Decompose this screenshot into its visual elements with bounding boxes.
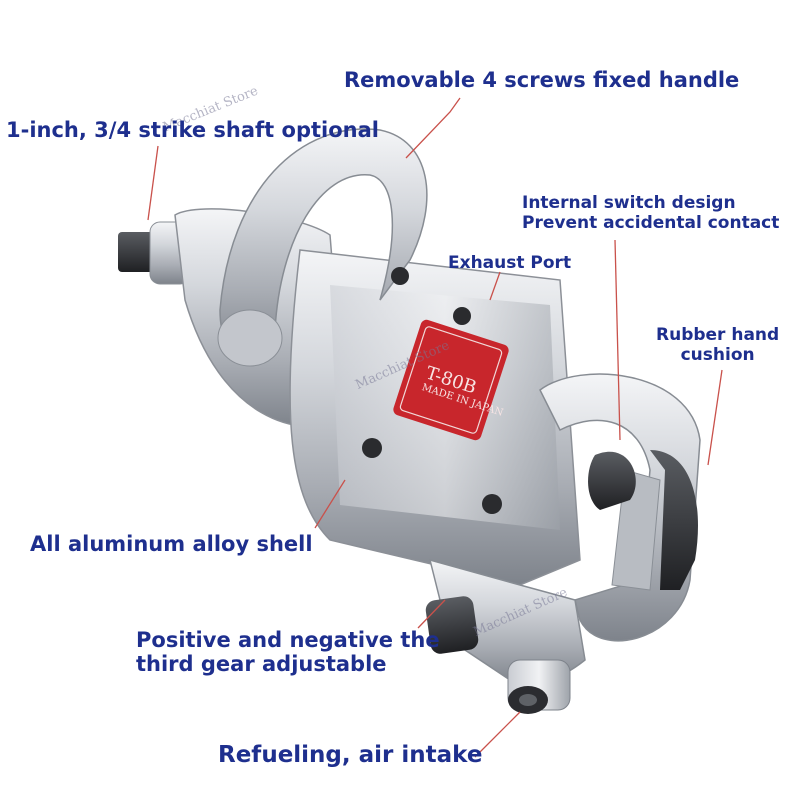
- label-aluminum-shell: All aluminum alloy shell: [30, 532, 313, 556]
- label-internal-switch: Internal switch design Prevent accidenta…: [522, 193, 780, 233]
- label-gear-line1: Positive and negative the: [136, 628, 440, 652]
- label-internal-switch-line1: Internal switch design: [522, 193, 736, 213]
- reverse-selector-knob: [425, 596, 479, 654]
- label-internal-switch-line2: Prevent accidental contact: [522, 212, 780, 233]
- label-strike-shaft: 1-inch, 3/4 strike shaft optional: [6, 118, 379, 142]
- model-nameplate: [393, 319, 509, 441]
- label-rubber-cushion-line1: Rubber hand: [656, 325, 780, 345]
- rubber-hand-cushion: [650, 450, 698, 590]
- label-rubber-cushion-line2: cushion: [680, 344, 755, 365]
- label-air-intake: Refueling, air intake: [218, 742, 483, 768]
- rear-grip: [539, 373, 701, 642]
- label-gear-adjustable: Positive and negative the third gear adj…: [136, 628, 440, 676]
- label-exhaust-port: Exhaust Port: [448, 253, 572, 273]
- label-rubber-cushion: Rubber hand cushion: [656, 325, 780, 365]
- label-gear-line2: third gear adjustable: [136, 652, 387, 677]
- trigger: [588, 451, 636, 510]
- callout-leader-lines: [147, 97, 723, 758]
- air-inlet-fitting: [507, 659, 571, 714]
- label-removable-handle: Removable 4 screws fixed handle: [344, 68, 740, 92]
